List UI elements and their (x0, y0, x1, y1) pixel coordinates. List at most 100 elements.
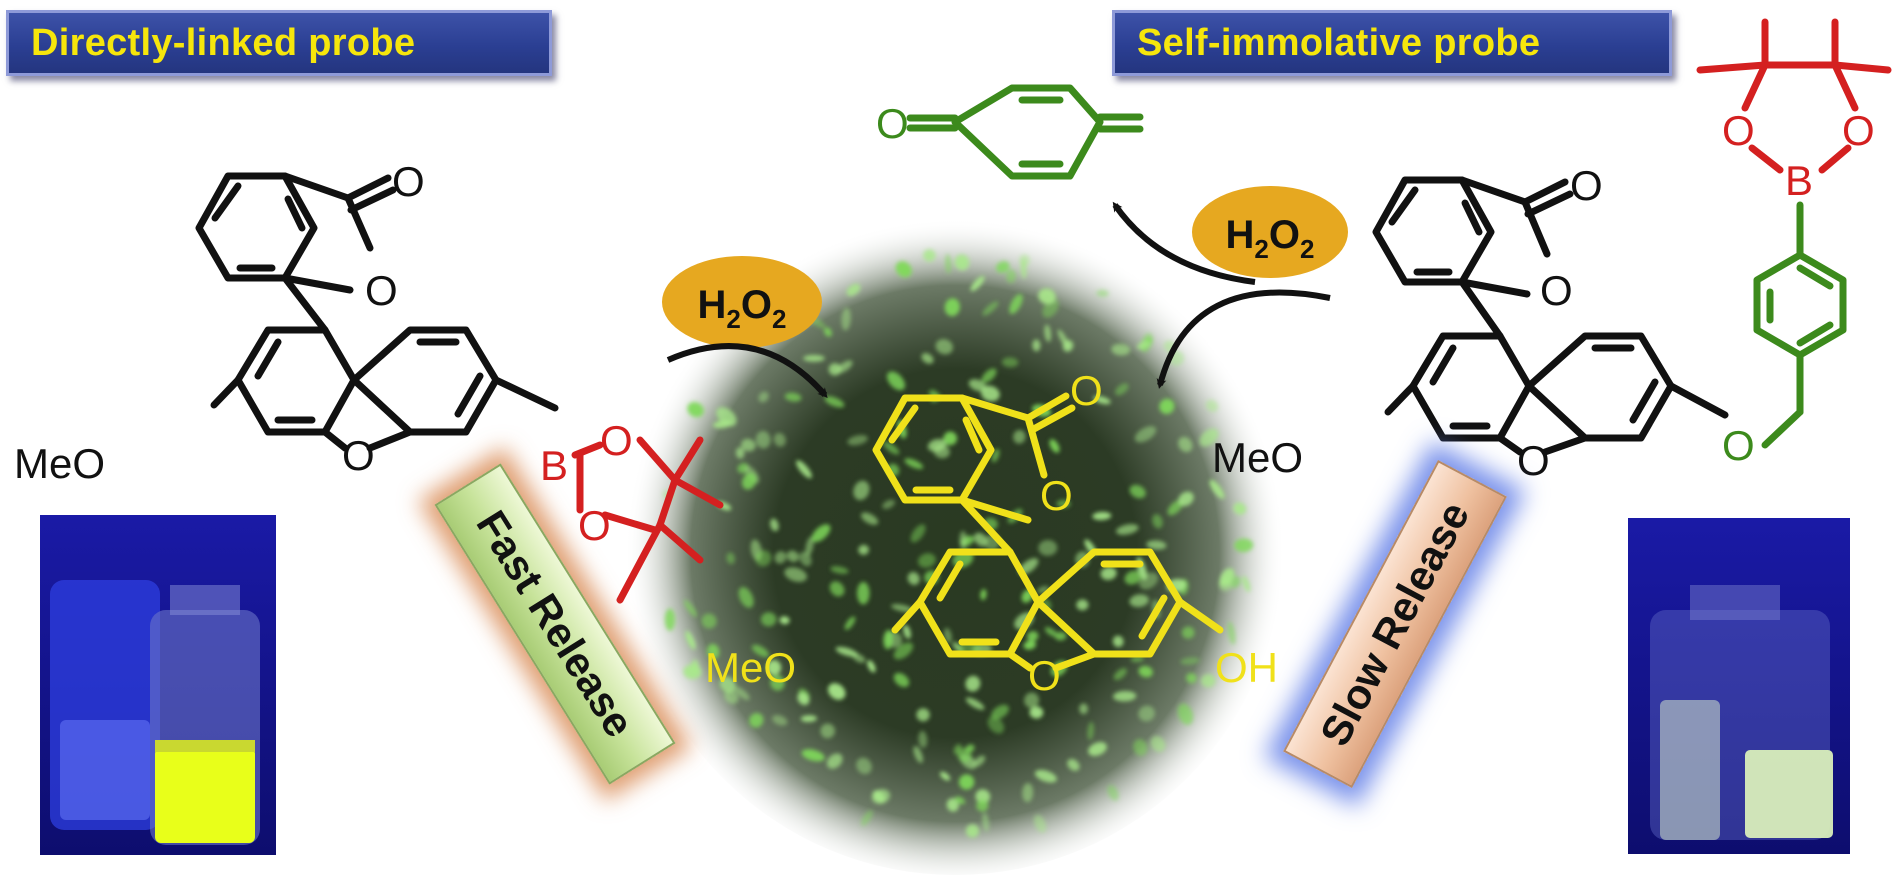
cell (803, 354, 825, 362)
cell (853, 480, 870, 501)
cell (860, 512, 879, 525)
cell (1227, 621, 1236, 645)
cell (1023, 640, 1037, 650)
cell (927, 438, 947, 452)
cell (1116, 524, 1139, 535)
cell (829, 581, 845, 597)
reagent-left-sub2: 2 (772, 304, 786, 334)
cell (844, 616, 856, 630)
cell (1096, 289, 1109, 297)
reagent-right-h: H (1226, 213, 1255, 257)
cell (1129, 594, 1149, 607)
cell (1180, 657, 1200, 665)
cell (841, 307, 851, 331)
cell (786, 550, 799, 563)
right-carbonyl-o: O (1570, 162, 1603, 209)
cell (1057, 329, 1070, 350)
cell (824, 396, 845, 408)
cell (687, 402, 704, 418)
left-xanthene-o: O (342, 432, 375, 479)
cell (1022, 783, 1034, 803)
cell (1178, 436, 1193, 453)
cell (683, 599, 698, 618)
cell (1129, 484, 1146, 499)
cell (1056, 499, 1071, 508)
cell (1146, 540, 1167, 550)
cell (830, 566, 849, 574)
cell (770, 518, 779, 532)
cell (1177, 703, 1194, 725)
left-boron: B (540, 442, 568, 489)
left-carbonyl-o: O (392, 158, 425, 205)
reaction-arrow-icon (666, 201, 1331, 399)
cell (1093, 395, 1111, 405)
cell (1219, 568, 1235, 587)
cell (965, 824, 980, 838)
cell (738, 586, 754, 608)
left-methoxy: MeO (14, 440, 105, 487)
cell (940, 771, 951, 781)
reagent-right-o: O (1269, 213, 1300, 257)
cell (968, 379, 987, 392)
cell (799, 551, 812, 567)
right-ring-o: O (1540, 267, 1573, 314)
cell (1076, 599, 1089, 611)
reagent-bubble-right: H2O2 (1192, 186, 1348, 278)
cell (1009, 293, 1023, 315)
title-left-text: Directly-linked probe (31, 21, 416, 64)
vial-photo-left (40, 515, 276, 855)
cell (1130, 656, 1144, 663)
cell (943, 627, 952, 644)
cell (1033, 814, 1047, 833)
cell (1234, 538, 1254, 553)
cell (820, 723, 836, 739)
cell (1038, 539, 1058, 556)
cell (801, 749, 825, 762)
cell (741, 472, 757, 490)
left-boron-o1: O (600, 417, 633, 464)
cell (835, 646, 858, 657)
cell (726, 552, 735, 565)
cell (1026, 631, 1039, 642)
cell (1138, 665, 1153, 678)
svg-text:H2O2: H2O2 (698, 283, 787, 334)
cell (1087, 721, 1094, 741)
cell (770, 674, 785, 691)
cell (945, 253, 952, 274)
center-product-labels: O O O MeO OH (705, 367, 1278, 699)
cell (980, 385, 1000, 402)
cell (1100, 567, 1117, 580)
cell (1088, 742, 1107, 756)
cell (1134, 426, 1157, 443)
cell (827, 683, 846, 700)
cell (740, 438, 756, 452)
cell (1167, 500, 1183, 516)
cell (1178, 491, 1194, 507)
cell (917, 553, 936, 568)
center-ring-o: O (1040, 472, 1073, 519)
cell (735, 447, 745, 459)
cell (861, 810, 873, 827)
qm-carbonyl-o: O (876, 100, 909, 147)
cell (724, 689, 739, 705)
cell (883, 441, 900, 455)
cell (1133, 739, 1148, 756)
right-boron-o1: O (1722, 107, 1755, 154)
cell (1020, 259, 1027, 279)
reagent-left-h: H (698, 283, 727, 327)
cell (965, 697, 985, 710)
cell (982, 812, 990, 832)
cell (921, 353, 934, 364)
cell (755, 430, 771, 449)
cell (1181, 626, 1195, 639)
cell (973, 755, 986, 767)
cell (970, 275, 985, 292)
cell (1013, 429, 1026, 444)
cell (779, 616, 790, 625)
cell (976, 799, 989, 812)
cell (958, 774, 975, 790)
cell (1115, 383, 1129, 396)
left-boron-o2: O (578, 502, 611, 549)
reagent-left-o: O (741, 283, 772, 327)
